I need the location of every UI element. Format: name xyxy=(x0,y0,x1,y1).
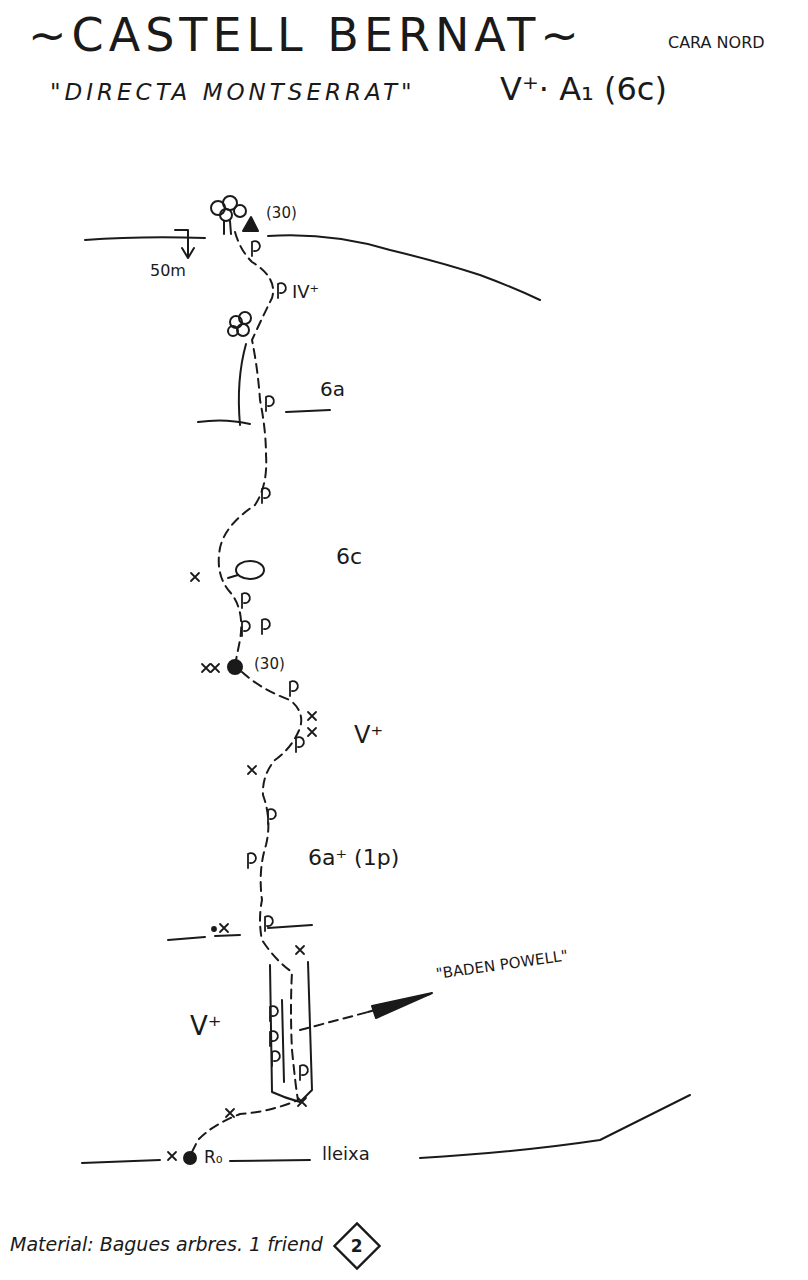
bolt-symbol xyxy=(270,1031,278,1046)
bolt-symbol xyxy=(268,809,276,824)
piton-mark xyxy=(308,728,316,736)
piton-mark xyxy=(296,946,304,954)
route-name: "DIRECTA MONTSERRAT" xyxy=(50,80,416,105)
bolt-symbol xyxy=(270,1006,278,1021)
piton-mark xyxy=(308,712,316,720)
pitch-grade: V⁺ xyxy=(190,1012,222,1041)
start-label: R₀ xyxy=(204,1148,223,1167)
bolt-symbol xyxy=(272,1051,280,1066)
rappel-length: 50m xyxy=(150,262,186,280)
tree-symbol xyxy=(211,196,246,234)
gear-note: Material: Bagues arbres. 1 friend xyxy=(10,1234,323,1255)
pitch-grade: 6a⁺ (1p) xyxy=(308,846,399,870)
piton-mark xyxy=(226,1109,234,1117)
bolt-symbol xyxy=(242,593,250,608)
arrow-head xyxy=(372,993,432,1018)
bolt-symbol xyxy=(265,916,273,931)
bolt-symbol xyxy=(262,488,270,503)
pitch-grade: V⁺ xyxy=(354,722,383,748)
ledge-line xyxy=(198,410,330,424)
piton-mark xyxy=(211,664,219,672)
variant-name: "BADEN POWELL" xyxy=(435,948,569,983)
belay-triangle xyxy=(243,217,258,231)
route-grade: V⁺· A₁ (6c) xyxy=(500,72,667,107)
piton-mark xyxy=(212,927,216,931)
bolt-symbol xyxy=(248,853,256,868)
topo-title: ~CASTELL BERNAT~ xyxy=(28,10,584,61)
variant-line xyxy=(300,1012,368,1030)
belay-station xyxy=(184,1152,196,1164)
friend-size: 2 xyxy=(351,1237,363,1256)
rappel-arrow xyxy=(175,230,194,258)
piton-mark xyxy=(168,1152,176,1160)
tree-symbol xyxy=(228,312,251,336)
piton-mark xyxy=(220,924,228,932)
belay-length: (30) xyxy=(266,205,297,222)
bolt-symbol xyxy=(262,619,270,634)
base-ledge xyxy=(82,1095,690,1163)
piton-mark xyxy=(298,1098,306,1106)
belay-station xyxy=(228,660,242,674)
bolt-symbol xyxy=(300,1065,308,1080)
piton-mark xyxy=(248,766,256,774)
tree-symbol xyxy=(228,561,264,579)
belay-length: (30) xyxy=(254,656,285,673)
bolt-symbol xyxy=(290,681,298,696)
bolt-symbol xyxy=(278,283,286,298)
pitch-grade: IV⁺ xyxy=(292,282,319,302)
pitch-grade: 6c xyxy=(336,545,362,569)
pitch-grade: 6a xyxy=(320,378,345,400)
piton-mark xyxy=(191,573,199,581)
ledge-name: lleixa xyxy=(322,1144,370,1164)
bolt-symbol xyxy=(242,621,250,636)
ledge-line xyxy=(168,925,312,940)
bolt-symbol xyxy=(266,396,274,411)
bolt-symbol xyxy=(252,241,260,256)
piton-mark xyxy=(202,664,210,672)
corner-note: CARA NORD xyxy=(668,34,765,52)
bolt-symbol xyxy=(296,737,304,752)
crack-line xyxy=(239,344,246,425)
size-diamond: 2 xyxy=(333,1222,381,1270)
